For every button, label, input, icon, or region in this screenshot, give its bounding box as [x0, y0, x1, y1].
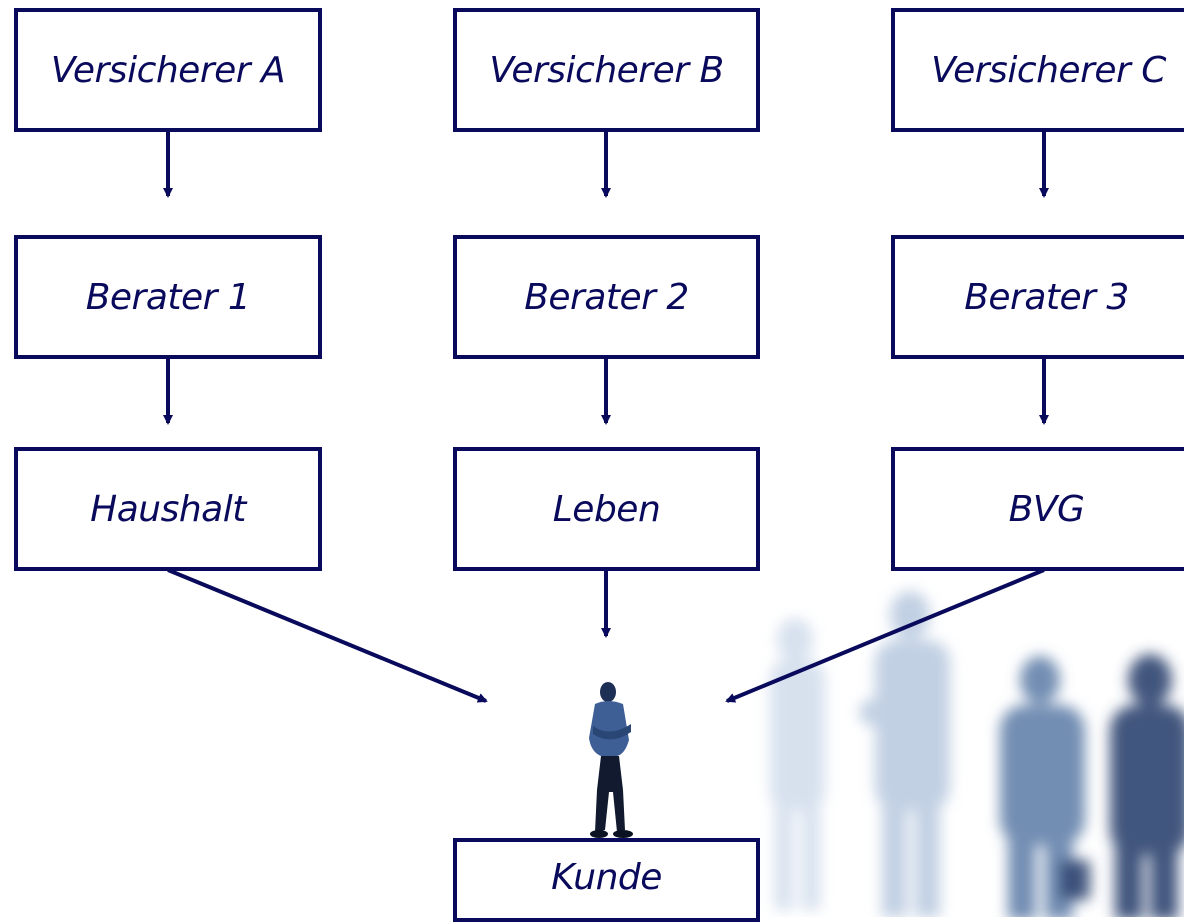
product-box-leben: Leben: [453, 447, 760, 571]
advisor-box-2: Berater 2: [453, 235, 760, 359]
arrow-bvg-to-customer: [725, 568, 1045, 703]
insurer-label-a: Versicherer A: [50, 49, 286, 91]
insurer-label-b: Versicherer B: [489, 49, 724, 91]
product-label-bvg: BVG: [1008, 488, 1085, 530]
faded-figure-group: [770, 591, 1184, 917]
product-label-haushalt: Haushalt: [90, 488, 246, 530]
advisor-label-2: Berater 2: [524, 276, 689, 318]
insurer-box-b: Versicherer B: [453, 8, 760, 132]
product-box-bvg: BVG: [891, 447, 1184, 571]
customer-box: Kunde: [453, 838, 760, 922]
insurer-box-c: Versicherer C: [891, 8, 1184, 132]
advisor-box-3: Berater 3: [891, 235, 1184, 359]
advisor-box-1: Berater 1: [14, 235, 322, 359]
arrow-haushalt-to-customer: [167, 568, 488, 703]
advisor-label-3: Berater 3: [964, 276, 1129, 318]
customer-person-figure: [589, 682, 633, 838]
product-box-haushalt: Haushalt: [14, 447, 322, 571]
insurer-box-a: Versicherer A: [14, 8, 322, 132]
advisor-label-1: Berater 1: [85, 276, 251, 318]
insurer-label-c: Versicherer C: [931, 49, 1166, 91]
product-label-leben: Leben: [552, 488, 661, 530]
customer-label: Kunde: [551, 856, 662, 898]
